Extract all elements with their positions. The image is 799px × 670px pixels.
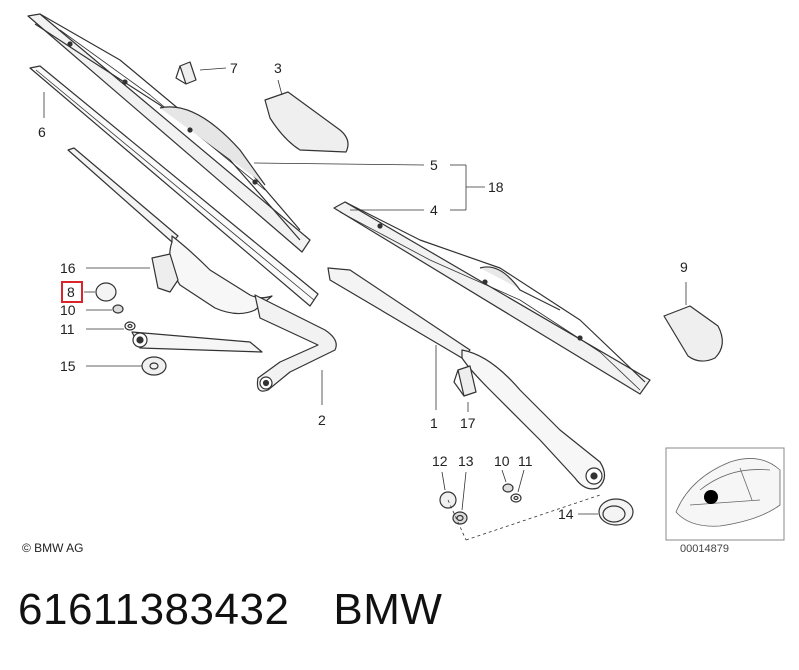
callout-3: 3 — [274, 60, 282, 76]
callout-18: 18 — [488, 179, 504, 195]
highlight-box-8 — [61, 281, 83, 303]
wiper-blade-left — [27, 13, 311, 253]
leader-lines — [43, 67, 687, 515]
callout-5: 5 — [430, 157, 438, 173]
seal-part-14 — [598, 498, 634, 526]
callout-16: 16 — [60, 260, 76, 276]
callout-7: 7 — [230, 60, 238, 76]
nut-part-13 — [452, 511, 468, 525]
washer-part-11-left — [124, 321, 136, 331]
callout-1: 1 — [430, 415, 438, 431]
callout-2: 2 — [318, 412, 326, 428]
part-number: 61611383432 — [18, 585, 290, 634]
location-marker — [704, 490, 718, 504]
callout-14: 14 — [558, 506, 574, 522]
part-info: 61611383432 BMW — [18, 585, 442, 635]
callout-13: 13 — [458, 453, 474, 469]
cap-part-16 — [151, 253, 179, 293]
brand-name: BMW — [333, 585, 443, 634]
linkage-left — [131, 331, 263, 353]
cover-part-3 — [264, 91, 349, 153]
seal-part-15 — [141, 356, 167, 376]
callout-10-left: 10 — [60, 302, 76, 318]
callout-12: 12 — [432, 453, 448, 469]
callout-8: 8 — [67, 284, 75, 300]
callout-6: 6 — [38, 124, 46, 140]
inset-code: 00014879 — [680, 543, 729, 555]
callout-15: 15 — [60, 358, 76, 374]
wiper-arm-left — [67, 147, 337, 392]
washer-part-11-right — [510, 493, 522, 503]
nut-part-10-right — [502, 483, 514, 493]
copyright-label: © BMW AG — [22, 541, 84, 555]
bracket-part-17 — [453, 365, 477, 397]
car-locator-inset — [665, 447, 785, 541]
cap-part-8 — [95, 282, 117, 302]
clip-part-7 — [175, 61, 197, 85]
wiper-rubber-left — [29, 65, 319, 307]
callout-17: 17 — [460, 415, 476, 431]
callout-4: 4 — [430, 202, 438, 218]
wiper-arm-right — [327, 267, 606, 490]
nut-part-10-left — [112, 304, 124, 314]
wiper-blade-right — [333, 201, 651, 395]
cover-part-9 — [663, 305, 723, 362]
callout-10-right: 10 — [494, 453, 510, 469]
callout-9: 9 — [680, 259, 688, 275]
callout-11-right: 11 — [518, 453, 533, 469]
callout-11-left: 11 — [60, 321, 75, 337]
